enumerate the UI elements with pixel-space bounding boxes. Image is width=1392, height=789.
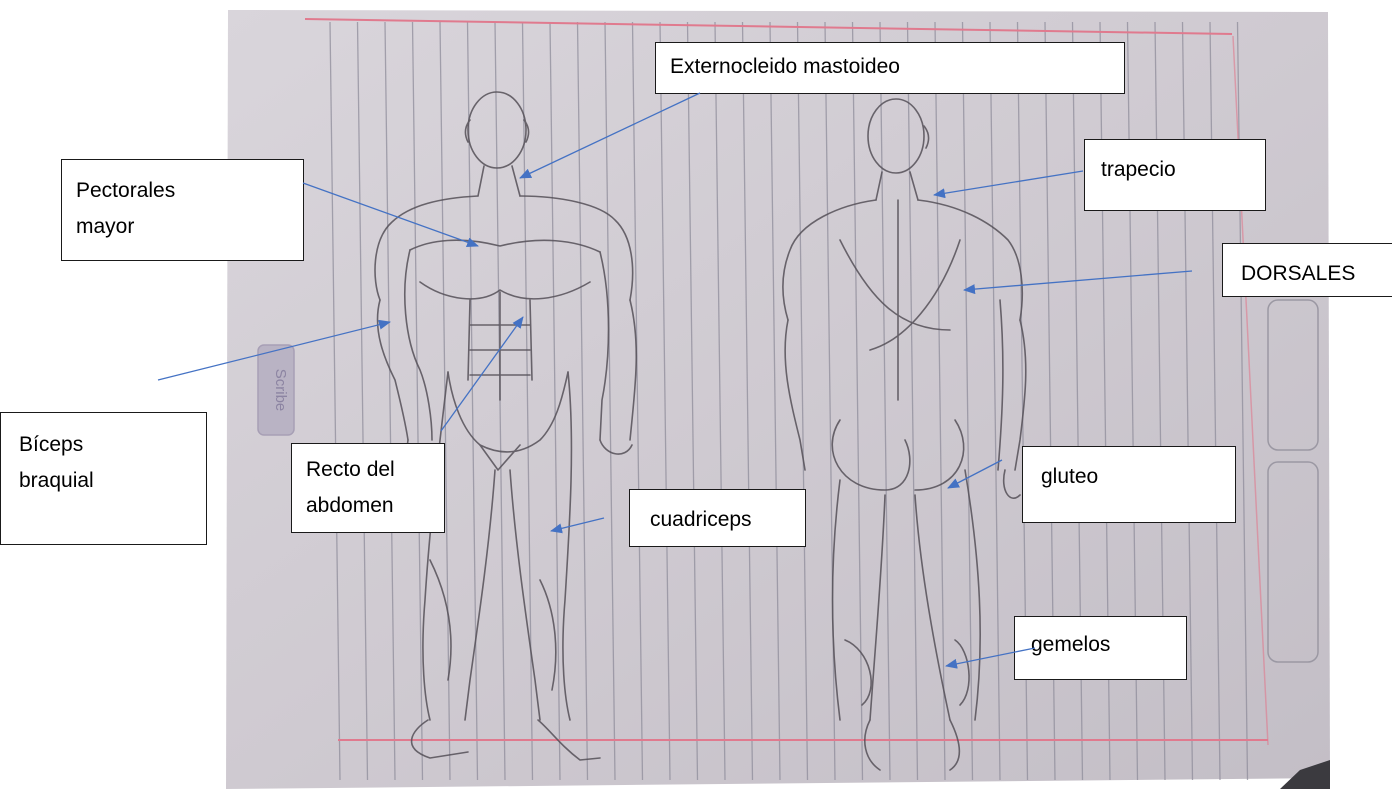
ruled-line — [714, 21, 726, 781]
back-figure — [782, 98, 1027, 771]
ruled-line — [906, 21, 919, 781]
label-recto-del-abdomen: Recto del abdomen — [291, 443, 445, 533]
label-biceps-braquial: Bíceps braquial — [0, 412, 207, 545]
notebook-stamp: Scribe — [257, 344, 295, 436]
ruled-line — [741, 21, 754, 781]
label-dorsales: DORSALES — [1222, 243, 1392, 297]
notebook-tab-lower — [1267, 461, 1319, 663]
label-cuadriceps: cuadriceps — [629, 489, 806, 547]
ruled-line — [796, 21, 809, 781]
page-shadow — [1280, 760, 1330, 789]
ruled-line — [879, 21, 891, 781]
label-trapecio: trapecio — [1084, 139, 1266, 211]
ruled-line — [329, 21, 341, 781]
ruled-line — [384, 21, 396, 781]
label-gemelos: gemelos — [1014, 616, 1187, 680]
ruled-line — [411, 21, 424, 781]
ruled-line — [769, 21, 781, 781]
label-externocleido-mastoideo: Externocleido mastoideo — [655, 42, 1125, 94]
ruled-line — [934, 21, 946, 781]
svg-text:Scribe: Scribe — [272, 369, 289, 412]
label-pectorales-mayor: Pectorales mayor — [61, 159, 304, 261]
ruled-line — [356, 21, 369, 781]
label-gluteo: gluteo — [1022, 446, 1236, 523]
notebook-tab-upper — [1267, 299, 1319, 451]
top-margin-line — [304, 18, 1233, 35]
